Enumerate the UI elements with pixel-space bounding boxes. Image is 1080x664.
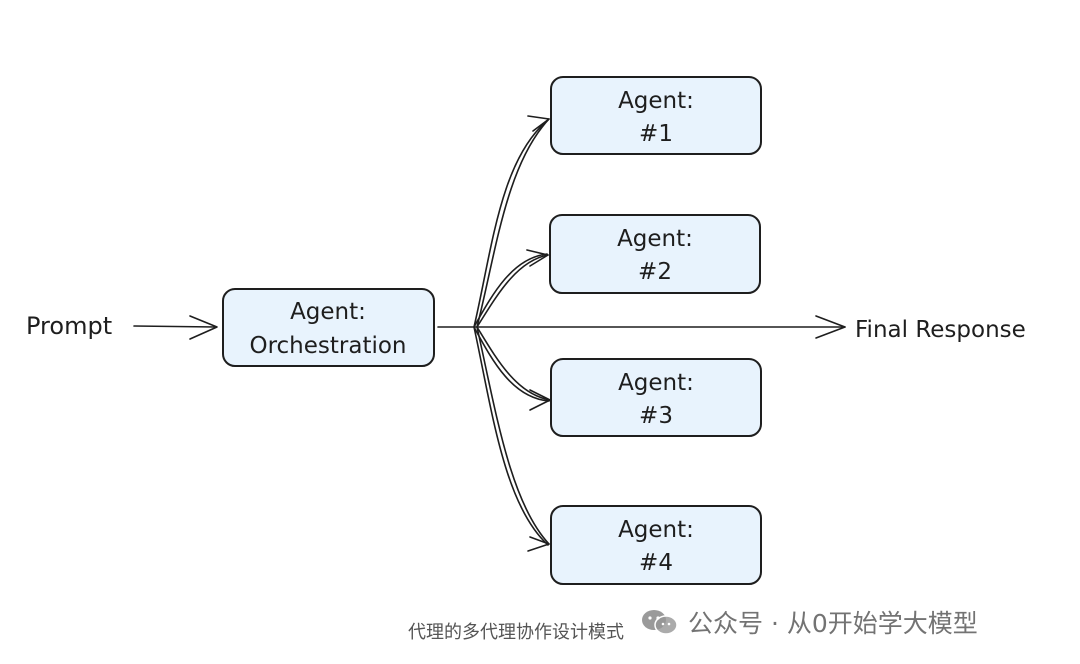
orchestration-node: Agent: Orchestration bbox=[222, 288, 435, 367]
watermark: 公众号 · 从0开始学大模型 bbox=[640, 604, 978, 640]
agent-2-name: #2 bbox=[638, 259, 672, 285]
agent-3-title: Agent: bbox=[618, 370, 694, 396]
agent-2-box bbox=[549, 214, 761, 294]
agent-2-title: Agent: bbox=[617, 226, 693, 252]
edge-orchestration-to-agent-2 bbox=[473, 249, 549, 328]
agent-4-name: #4 bbox=[639, 550, 673, 576]
agent-3-box bbox=[550, 358, 762, 437]
agent-1-name: #1 bbox=[639, 121, 673, 147]
orchestration-name: Orchestration bbox=[249, 333, 406, 359]
figure-caption: 代理的多代理协作设计模式 bbox=[408, 622, 624, 643]
agent-1-box bbox=[550, 76, 762, 155]
orchestration-box bbox=[222, 288, 435, 367]
agent-3-node: Agent: #3 bbox=[550, 358, 762, 437]
orchestration-title: Agent: bbox=[290, 299, 366, 325]
agent-1-node: Agent: #1 bbox=[550, 76, 762, 155]
edge-prompt-to-orchestration bbox=[133, 315, 218, 340]
agent-4-node: Agent: #4 bbox=[550, 505, 762, 585]
agent-4-title: Agent: bbox=[618, 517, 694, 543]
edge-orchestration-to-final-response bbox=[437, 315, 846, 339]
agent-3-name: #3 bbox=[639, 403, 673, 429]
edge-orchestration-to-agent-4 bbox=[473, 326, 550, 552]
wechat-logo-icon bbox=[640, 608, 680, 636]
edge-orchestration-to-agent-1 bbox=[473, 115, 550, 328]
prompt-label: Prompt bbox=[26, 312, 112, 340]
final-response-label: Final Response bbox=[855, 317, 1026, 343]
watermark-text: 公众号 · 从0开始学大模型 bbox=[688, 609, 978, 638]
agent-2-node: Agent: #2 bbox=[549, 214, 761, 294]
agent-4-box bbox=[550, 505, 762, 585]
agent-1-title: Agent: bbox=[618, 88, 694, 114]
